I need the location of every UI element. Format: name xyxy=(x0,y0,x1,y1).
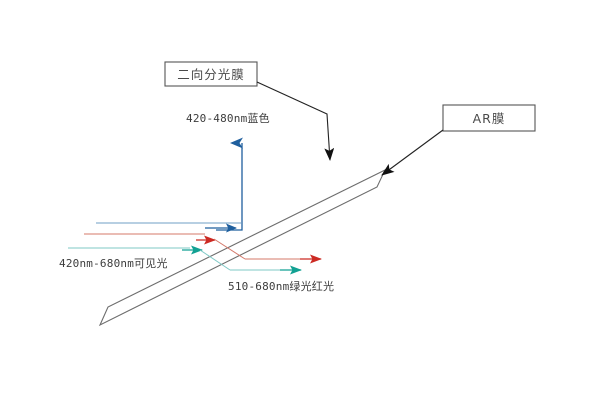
dichroic-film-leader-line xyxy=(256,81,335,161)
dichroic-film-label-box[interactable] xyxy=(164,61,258,87)
reflected-blue-beam-group xyxy=(216,137,243,231)
transmitted-beam-group xyxy=(230,254,322,275)
incident-beam-group xyxy=(68,222,241,255)
dichroic-film-label: 二向分光膜 xyxy=(177,67,245,82)
ar-film-callout[interactable]: AR膜 xyxy=(381,104,536,176)
slab-body xyxy=(98,168,387,327)
reflected-beam-blue xyxy=(216,137,243,231)
incident-beam-label: 420nm-680nm可见光 xyxy=(59,256,168,270)
transmitted-beam-label: 510-680nm绿光红光 xyxy=(228,279,334,293)
ar-film-leader-line xyxy=(381,129,444,176)
ar-film-label-box[interactable] xyxy=(442,104,536,132)
ar-film-label: AR膜 xyxy=(473,111,506,126)
dichroic-film-callout[interactable]: 二向分光膜 xyxy=(164,61,335,161)
reflected-blue-beam-label: 420-480nm蓝色 xyxy=(186,111,270,125)
internal-ray-teal xyxy=(199,249,231,271)
internal-refraction-group xyxy=(199,238,246,271)
beam-splitter-slab xyxy=(98,168,387,327)
internal-ray-red xyxy=(213,238,246,260)
